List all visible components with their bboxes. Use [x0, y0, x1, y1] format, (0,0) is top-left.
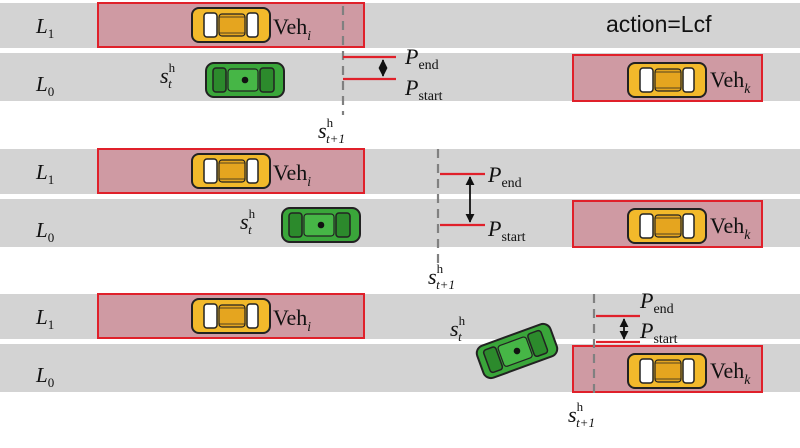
text-part: k [744, 227, 751, 242]
text-part: L [35, 218, 48, 242]
veh-k-car-icon [627, 353, 707, 389]
text-part: L [35, 14, 48, 38]
text-part: Veh [273, 14, 307, 39]
text-part: P [639, 318, 653, 343]
text-part: L [35, 363, 48, 387]
text-part: i [307, 319, 311, 334]
text-part: s [568, 402, 577, 427]
text-part: P [487, 162, 501, 187]
text-part: i [307, 174, 311, 189]
text-part: t+1 [326, 131, 345, 146]
text-part: 1 [48, 26, 55, 41]
text-part: start [501, 230, 525, 245]
text-part: Veh [273, 160, 307, 185]
p-end-label: Pend [487, 162, 522, 191]
action-label: action=Lcf [606, 11, 712, 37]
text-part: start [418, 89, 442, 104]
veh-i-label: Vehi [273, 14, 311, 43]
text-part: i [307, 28, 311, 43]
text-part: 0 [48, 230, 55, 245]
ego-car-icon [281, 207, 361, 243]
text-part: P [404, 75, 418, 100]
lane-label-l0: L0 [35, 72, 54, 99]
text-part: t [248, 222, 252, 237]
text-part: L [35, 72, 48, 96]
text-part: P [487, 216, 501, 241]
text-part: h [577, 399, 584, 414]
veh-i-car-icon [191, 153, 271, 189]
lane-label-l1: L1 [35, 305, 54, 332]
veh-k-label: Vehk [710, 67, 751, 96]
lane-label-l1: L1 [35, 14, 54, 41]
text-part: end [501, 176, 521, 191]
text-part: L [35, 160, 48, 184]
text-part: t [458, 329, 462, 344]
text-part: h [169, 60, 176, 75]
lane-label-l0: L0 [35, 363, 54, 390]
text-part: t [168, 76, 172, 91]
text-part: 1 [48, 172, 55, 187]
text-part: Veh [710, 67, 744, 92]
text-part: t+1 [576, 415, 595, 430]
p-start-label: Pstart [404, 75, 443, 104]
text-part: end [653, 302, 673, 317]
veh-k-label: Vehk [710, 358, 751, 387]
p-end-label: Pend [404, 44, 439, 73]
veh-k-car-icon [627, 208, 707, 244]
text-part: h [437, 261, 444, 276]
text-part: k [744, 81, 751, 96]
text-part: s [318, 118, 327, 143]
text-part: t+1 [436, 277, 455, 292]
veh-i-car-icon [191, 7, 271, 43]
text-part: 0 [48, 375, 55, 390]
p-start-label: Pstart [487, 216, 526, 245]
text-part: P [404, 44, 418, 69]
text-part: start [653, 332, 677, 347]
text-part: s [160, 63, 169, 88]
text-part: Veh [273, 305, 307, 330]
text-part: 0 [48, 84, 55, 99]
lane-label-l0: L0 [35, 218, 54, 245]
text-part: Veh [710, 358, 744, 383]
text-part: h [249, 206, 256, 221]
text-part: P [639, 288, 653, 313]
veh-i-label: Vehi [273, 305, 311, 334]
text-part: 1 [48, 317, 55, 332]
p-start-label: Pstart [639, 318, 678, 347]
text-part: h [459, 313, 466, 328]
veh-i-label: Vehi [273, 160, 311, 189]
lane-label-l1: L1 [35, 160, 54, 187]
veh-i-car-icon [191, 298, 271, 334]
text-part: L [35, 305, 48, 329]
text-part: s [428, 264, 437, 289]
veh-k-car-icon [627, 62, 707, 98]
text-part: Veh [710, 213, 744, 238]
p-end-label: Pend [639, 288, 674, 317]
text-part: s [450, 316, 459, 341]
text-part: h [327, 115, 334, 130]
veh-k-label: Vehk [710, 213, 751, 242]
text-part: s [240, 209, 249, 234]
text-part: end [418, 58, 438, 73]
text-part: k [744, 372, 751, 387]
ego-car-icon [205, 62, 285, 98]
